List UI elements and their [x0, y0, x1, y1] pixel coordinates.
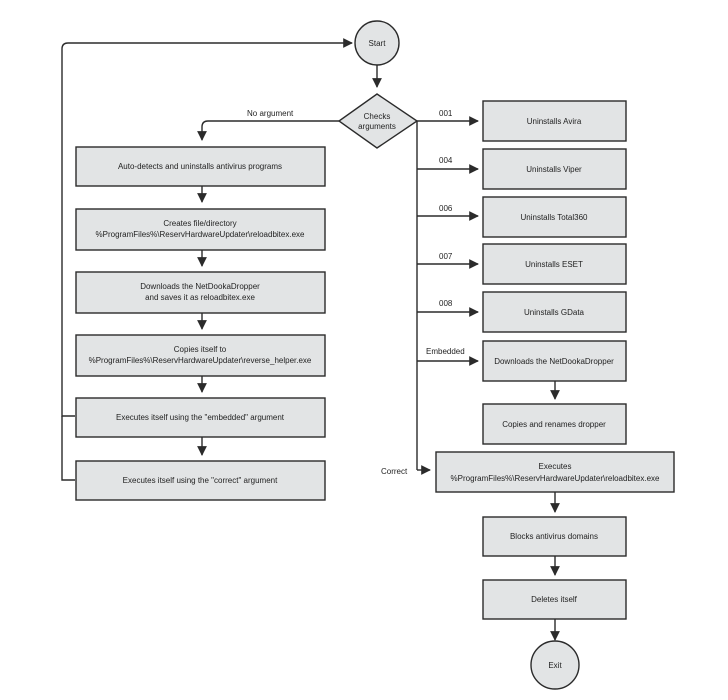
node-total360: Uninstalls Total360: [482, 196, 627, 238]
edges: [61, 38, 560, 641]
gdata-label: Uninstalls GData: [524, 308, 585, 317]
node-exec-correct: Executes itself using the "correct" argu…: [75, 460, 326, 501]
node-download-right: Downloads the NetDookaDropper: [482, 340, 627, 382]
edge-label-correct: Correct: [381, 467, 408, 476]
autodetect-label: Auto-detects and uninstalls antivirus pr…: [118, 162, 282, 171]
edge-label-008: 008: [439, 299, 453, 308]
node-avira: Uninstalls Avira: [482, 100, 627, 142]
deletes-label: Deletes itself: [531, 595, 578, 604]
edge-label-embedded: Embedded: [426, 347, 465, 356]
eset-label: Uninstalls ESET: [525, 260, 583, 269]
node-autodetect: Auto-detects and uninstalls antivirus pr…: [75, 146, 326, 187]
avira-label: Uninstalls Avira: [527, 117, 582, 126]
edge-decision-no-argument: [197, 120, 339, 141]
node-exec-embedded: Executes itself using the "embedded" arg…: [75, 397, 326, 438]
node-viper: Uninstalls Viper: [482, 148, 627, 190]
exec-correct-label: Executes itself using the "correct" argu…: [123, 476, 278, 485]
node-create-file: Creates file/directory %ProgramFiles%\Re…: [75, 208, 326, 251]
decision-label-line-2: arguments: [358, 122, 396, 131]
blocks-label: Blocks antivirus domains: [510, 532, 598, 541]
edge-label-007: 007: [439, 252, 453, 261]
edge-loop-embedded-to-start: [61, 38, 353, 417]
create-file-label-line-2: %ProgramFiles%\ReservHardwareUpdater\rel…: [96, 230, 306, 239]
copies-itself-label-line-1: Copies itself to: [174, 345, 227, 354]
download-left-label-line-2: and saves it as reloadbitex.exe: [145, 293, 255, 302]
exit-label: Exit: [548, 661, 562, 670]
node-blocks: Blocks antivirus domains: [482, 516, 627, 557]
executes-right-label-line-1: Executes: [539, 462, 572, 471]
create-file-label-line-1: Creates file/directory: [163, 219, 236, 228]
executes-right-label-line-2: %ProgramFiles%\ReservHardwareUpdater\rel…: [451, 474, 661, 483]
viper-label: Uninstalls Viper: [526, 165, 582, 174]
edge-label-006: 006: [439, 204, 453, 213]
edge-labels: No argument 001 004 006 007 008 Embedded…: [247, 109, 465, 476]
copies-itself-label-line-2: %ProgramFiles%\ReservHardwareUpdater\rev…: [89, 356, 312, 365]
download-right-label: Downloads the NetDookaDropper: [494, 357, 614, 366]
total360-label: Uninstalls Total360: [520, 213, 588, 222]
edge-label-004: 004: [439, 156, 453, 165]
edge-loop-correct-to-start: [61, 416, 75, 481]
start-node: Start: [354, 20, 400, 66]
node-download-left: Downloads the NetDookaDropper and saves …: [75, 271, 326, 314]
node-copies-itself: Copies itself to %ProgramFiles%\ReservHa…: [75, 334, 326, 377]
exit-node: Exit: [530, 640, 580, 690]
node-gdata: Uninstalls GData: [482, 291, 627, 333]
start-label: Start: [369, 39, 387, 48]
exec-embedded-label: Executes itself using the "embedded" arg…: [116, 413, 285, 422]
decision-node: Checks arguments: [337, 93, 419, 149]
node-copies-renames: Copies and renames dropper: [482, 403, 627, 445]
node-eset: Uninstalls ESET: [482, 243, 627, 285]
decision-label-line-1: Checks: [364, 112, 391, 121]
download-left-label-line-1: Downloads the NetDookaDropper: [140, 282, 260, 291]
node-deletes: Deletes itself: [482, 579, 627, 620]
copies-renames-label: Copies and renames dropper: [502, 420, 606, 429]
edge-label-no-argument: No argument: [247, 109, 294, 118]
node-executes-right: Executes %ProgramFiles%\ReservHardwareUp…: [435, 451, 675, 493]
edge-label-001: 001: [439, 109, 453, 118]
